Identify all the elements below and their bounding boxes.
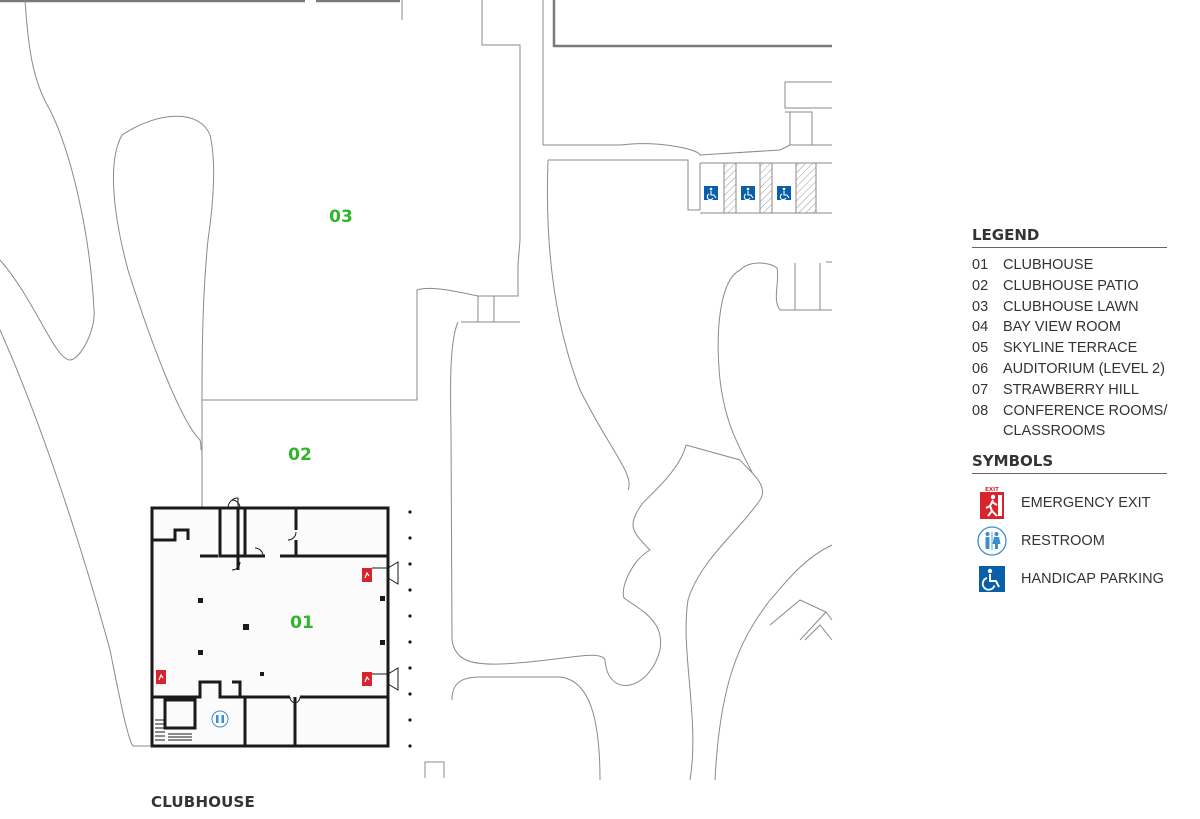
emergency-exit-icon: [362, 672, 372, 686]
legend-number: 02: [972, 277, 989, 294]
legend-item: 04 BAY VIEW ROOM: [972, 317, 1172, 338]
legend-label: CLUBHOUSE LAWN: [1003, 298, 1139, 315]
restroom-icon: [211, 710, 229, 728]
legend-item: 05 SKYLINE TERRACE: [972, 338, 1172, 359]
handicap-parking-icon: [777, 186, 791, 201]
legend-label: BAY VIEW ROOM: [1003, 319, 1121, 336]
symbol-item-emergency-exit: EXIT EMERGENCY EXIT: [972, 484, 1172, 522]
legend-number: 04: [972, 319, 989, 336]
legend-item: 06 AUDITORIUM (LEVEL 2): [972, 359, 1172, 380]
symbol-label: EMERGENCY EXIT: [1021, 495, 1151, 512]
legend-item: 02 CLUBHOUSE PATIO: [972, 276, 1172, 297]
legend-list: 01 CLUBHOUSE 02 CLUBHOUSE PATIO 03 CLUBHOUS…: [972, 255, 1172, 442]
legend-heading: LEGEND: [972, 226, 1167, 248]
symbols-heading: SYMBOLS: [972, 452, 1167, 475]
svg-text:EXIT: EXIT: [985, 487, 999, 493]
legend-number: 06: [972, 360, 989, 377]
legend-number: 01: [972, 257, 989, 273]
legend-label: SKYLINE TERRACE: [1003, 340, 1138, 357]
symbols-list: EXIT EMERGENCY EXIT RESTROOM: [972, 484, 1172, 598]
emergency-exit-icon: EXIT: [974, 485, 1010, 521]
legend-label: AUDITORIUM (LEVEL 2): [1003, 360, 1165, 377]
legend-item: 08 CONFERENCE ROOMS/ CLASSROOMS: [972, 401, 1172, 443]
emergency-exit-icon: [362, 568, 372, 582]
symbol-item-restroom: RESTROOM: [972, 522, 1172, 560]
legend-number: 05: [972, 340, 989, 357]
emergency-exit-icon: [156, 670, 166, 684]
legend-label: STRAWBERRY HILL: [1003, 381, 1139, 398]
handicap-parking-icon: [974, 561, 1010, 597]
legend-label: CLUBHOUSE PATIO: [1003, 277, 1139, 294]
legend-item: 07 STRAWBERRY HILL: [972, 380, 1172, 401]
legend-label: CONFERENCE ROOMS/ CLASSROOMS: [1003, 402, 1168, 440]
zone-number-01: 01: [290, 613, 314, 633]
symbol-item-handicap-parking: HANDICAP PARKING: [972, 560, 1172, 598]
handicap-parking-icon: [741, 186, 755, 201]
legend-item: 03 CLUBHOUSE LAWN: [972, 297, 1172, 318]
parking-stalls: [704, 162, 817, 214]
restroom-icon: [974, 523, 1010, 559]
site-outlines: [0, 0, 833, 781]
symbol-label: RESTROOM: [1021, 533, 1105, 550]
zone-number-03: 03: [329, 207, 353, 227]
legend-label: CLUBHOUSE: [1003, 257, 1094, 273]
handicap-parking-icon: [704, 186, 718, 201]
clubhouse-building: [150, 497, 412, 748]
top-structures: [0, 0, 832, 48]
legend-item: 01 CLUBHOUSE: [972, 255, 1172, 276]
page-title: CLUBHOUSE: [151, 793, 255, 811]
legend-number: 08: [972, 402, 989, 419]
zone-number-02: 02: [288, 445, 312, 465]
symbol-label: HANDICAP PARKING: [1021, 571, 1164, 588]
legend-number: 03: [972, 298, 989, 315]
legend-number: 07: [972, 381, 989, 398]
